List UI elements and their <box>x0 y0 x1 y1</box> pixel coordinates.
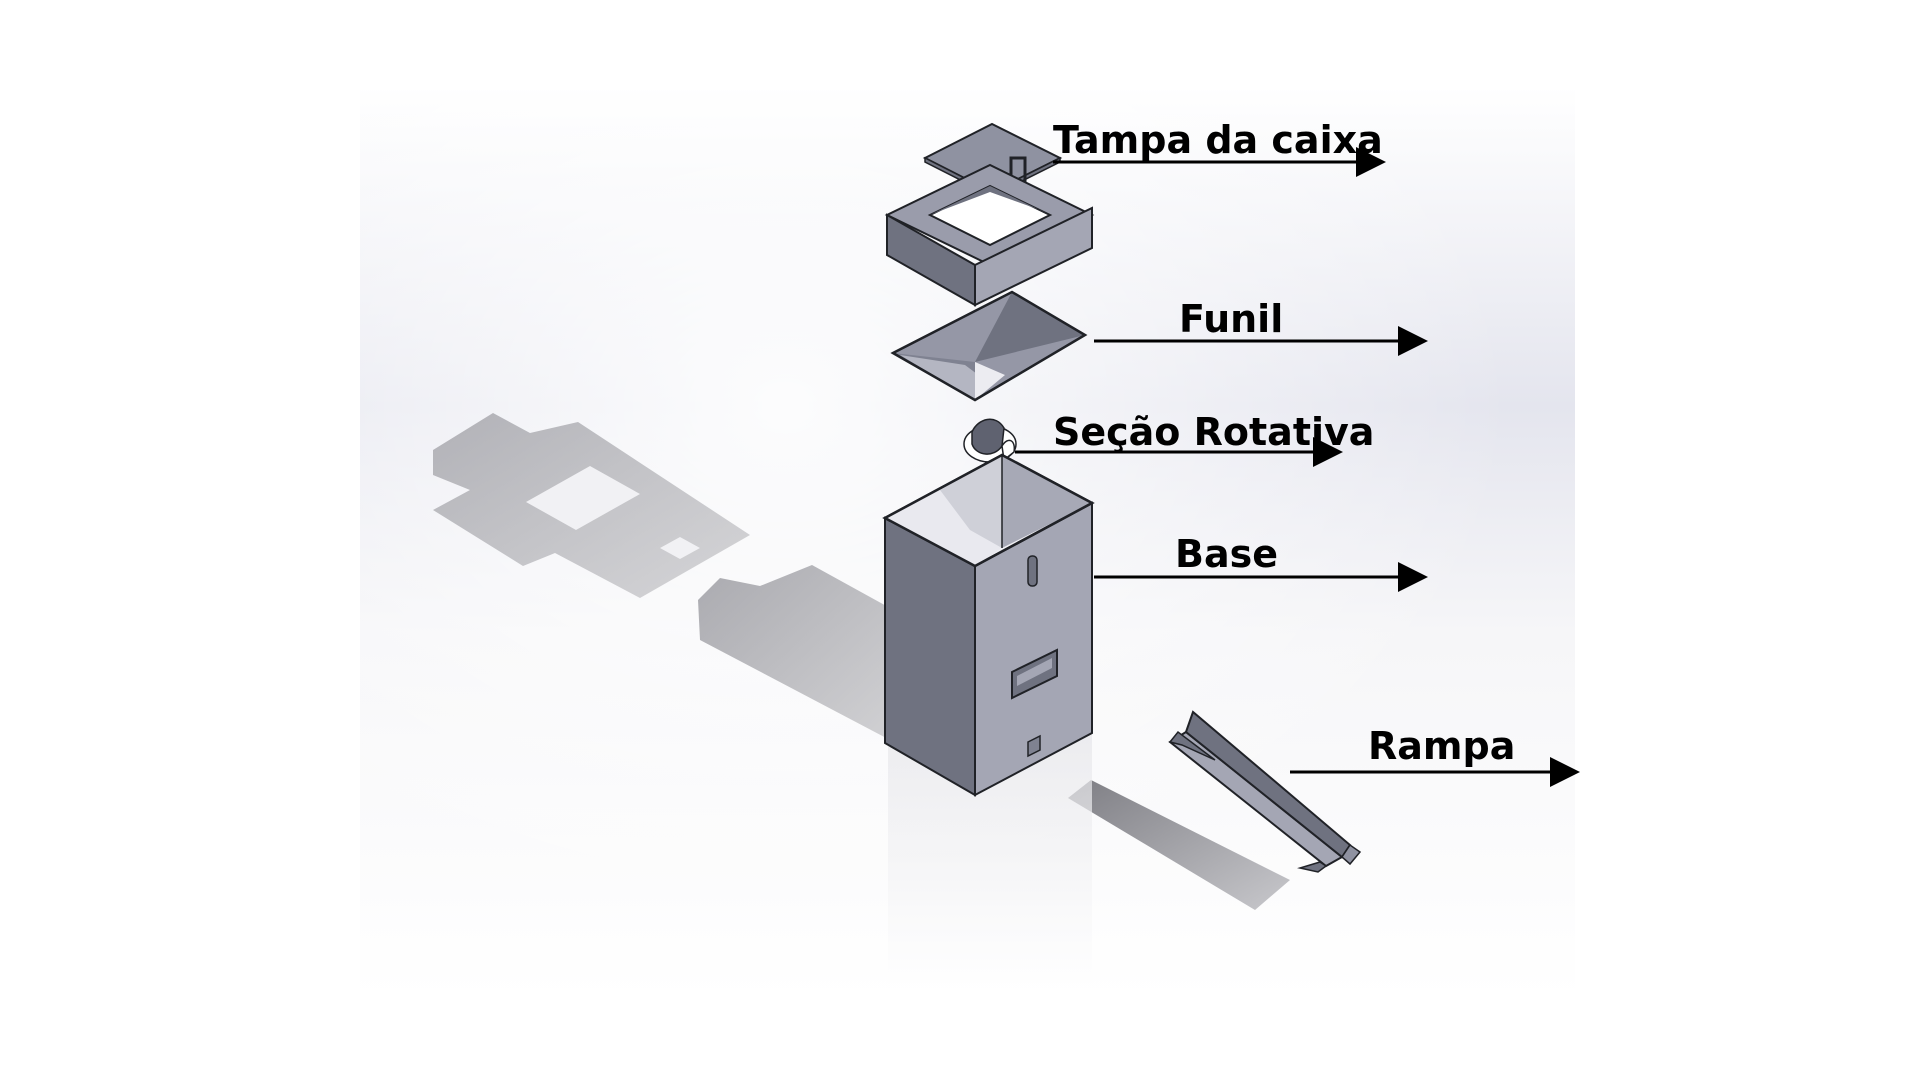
base-part <box>882 453 1095 797</box>
label-tampa-da-caixa: Tampa da caixa <box>1053 118 1383 162</box>
label-funil: Funil <box>1179 297 1284 341</box>
tampa-da-caixa-part <box>884 122 1095 307</box>
secao-rotativa-part <box>963 418 1017 463</box>
floor-shadows <box>433 413 1290 990</box>
label-secao-rotativa: Seção Rotativa <box>1053 410 1375 454</box>
funil-part <box>890 290 1088 402</box>
label-base: Base <box>1175 532 1278 576</box>
rampa-part <box>1168 710 1362 873</box>
label-rampa: Rampa <box>1368 724 1516 768</box>
